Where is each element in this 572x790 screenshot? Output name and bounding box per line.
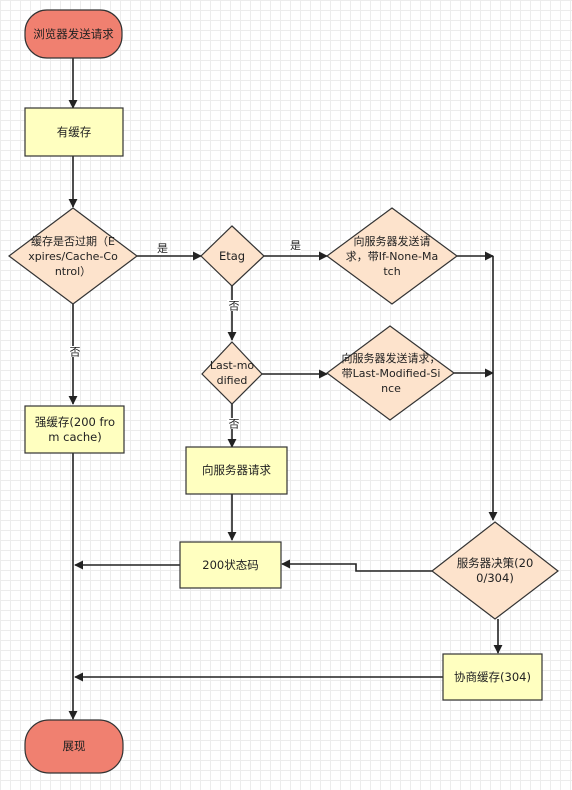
display-terminal: [24, 719, 124, 774]
expired-no-label: 否: [68, 346, 81, 357]
edge-server-decides-to-200: [281, 559, 432, 572]
has-cache-box: [24, 107, 124, 157]
last-modified-decision: [201, 341, 263, 405]
etag-yes-label: 是: [290, 239, 301, 252]
server-decides-decision: [431, 521, 559, 620]
status-200-box: [179, 541, 282, 589]
etag-no-label: 否: [227, 300, 240, 311]
start-terminal: [24, 9, 123, 59]
negotiate-cache-box: [442, 653, 543, 701]
send-lm-decision: [325, 325, 456, 421]
expired-decision: [8, 207, 138, 305]
send-etag-decision: [325, 207, 459, 305]
etag-decision: [200, 225, 265, 287]
request-server-box: [185, 446, 288, 495]
strong-cache-box: [24, 405, 125, 454]
expired-yes-label: 是: [157, 242, 168, 255]
lm-no-label: 否: [227, 418, 240, 429]
